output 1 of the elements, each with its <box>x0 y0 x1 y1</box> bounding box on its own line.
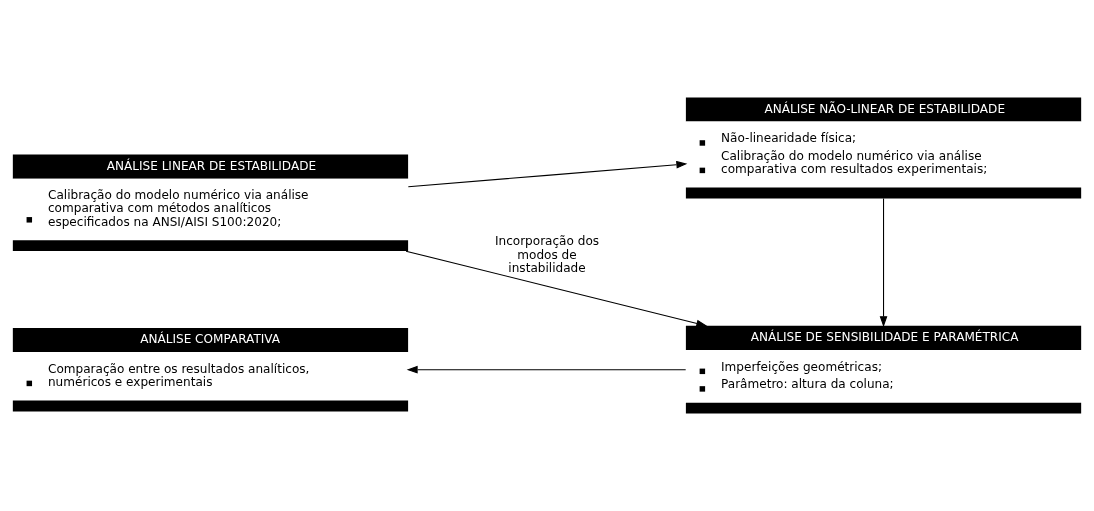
edge-label: Incorporação dos modos de instabilidade <box>494 234 600 275</box>
